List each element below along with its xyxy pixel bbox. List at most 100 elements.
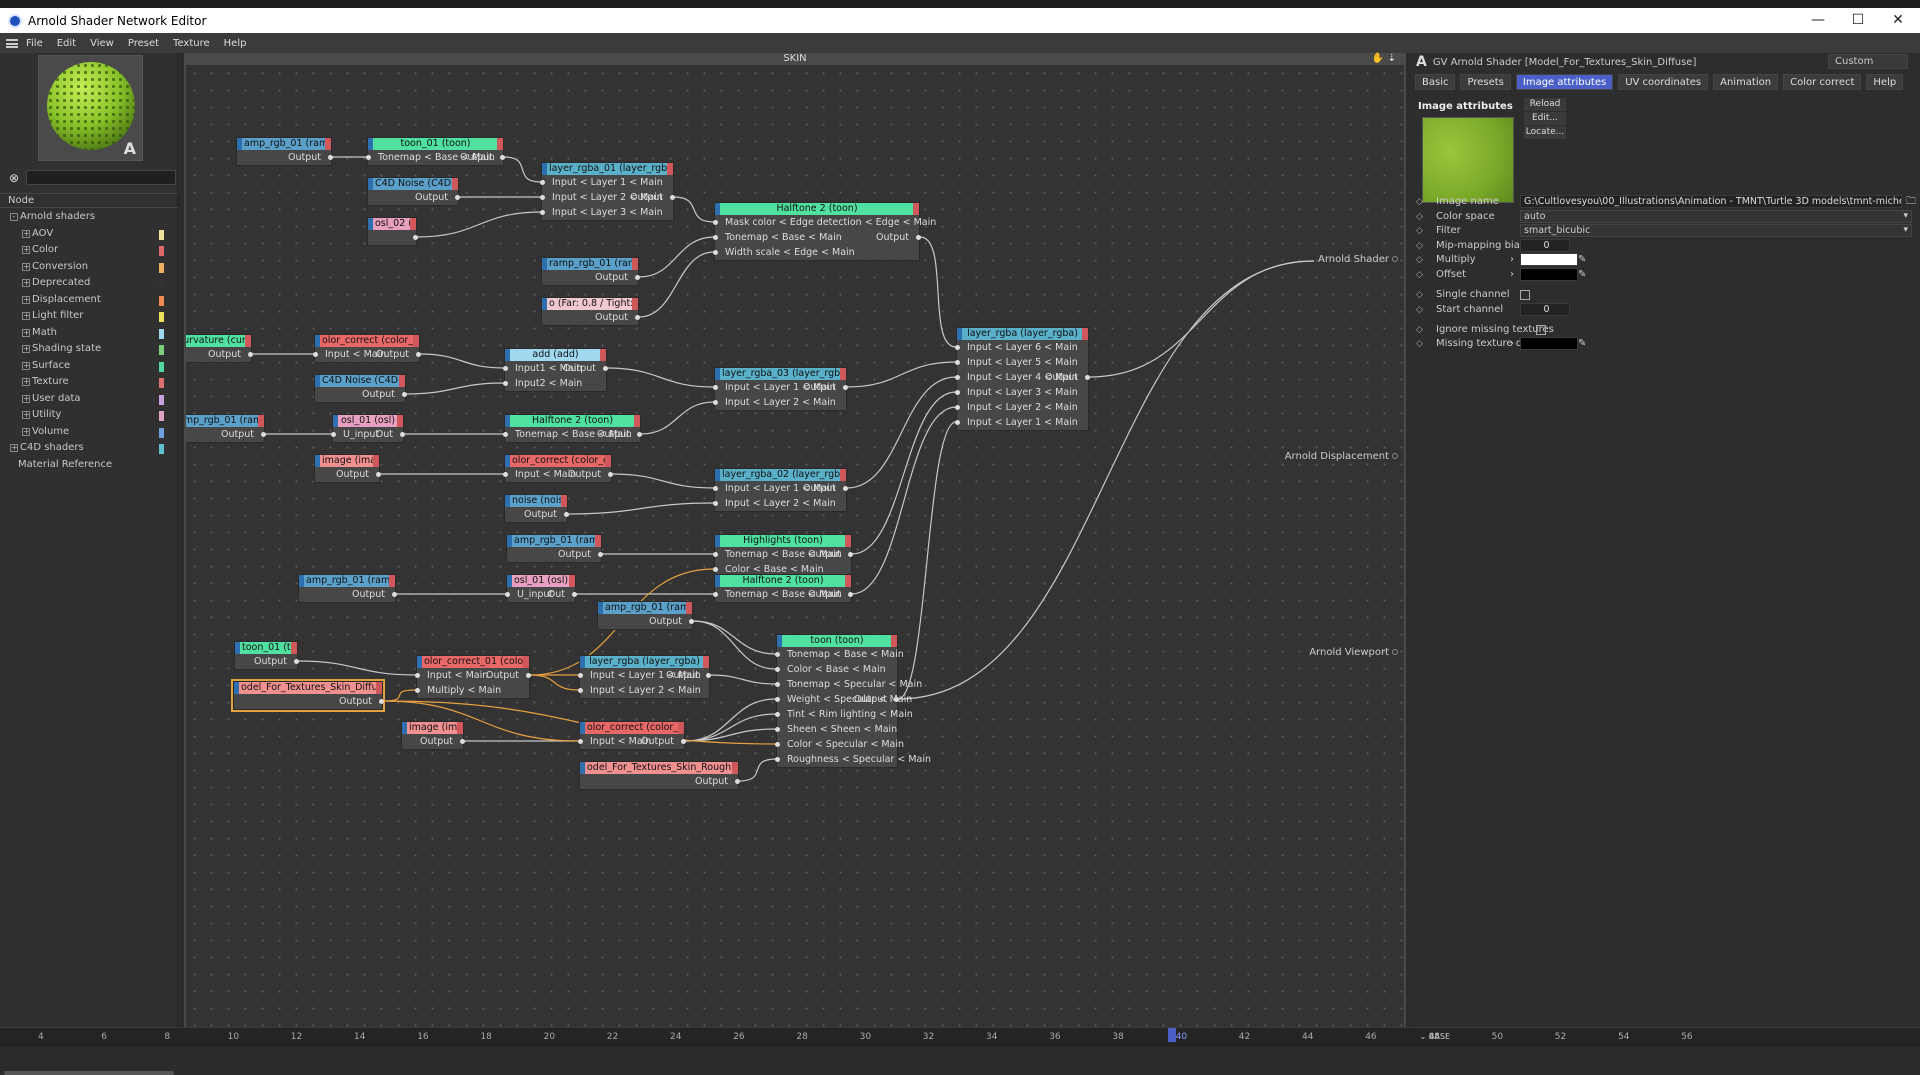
expand-toggle-icon[interactable]: + [22, 393, 30, 403]
node-title[interactable]: amp_rgb_01 (ramp_rgb [598, 602, 692, 614]
output-port[interactable] [460, 739, 465, 744]
input-port[interactable] [540, 195, 545, 200]
node-title[interactable]: toon_01 (toon) [235, 642, 297, 654]
keyframe-diamond-icon[interactable]: ◇ [1416, 290, 1423, 300]
shader-node[interactable]: noise (noise)Output [504, 494, 569, 523]
shader-node[interactable]: olor_correct (color_correctInput < MainO… [503, 454, 613, 483]
missing-color-swatch[interactable] [1520, 337, 1578, 350]
input-port[interactable] [775, 757, 780, 762]
shader-node[interactable]: amp_rgb_01 (ramp_rgbOutput [506, 534, 603, 563]
expand-toggle-icon[interactable]: + [22, 228, 30, 238]
hamburger-menu-icon[interactable] [6, 38, 18, 48]
input-port[interactable] [331, 432, 336, 437]
output-port[interactable] [392, 592, 397, 597]
node-title[interactable]: layer_rgba_01 (layer_rgba) [542, 163, 673, 175]
mip-bias-field[interactable]: 0 [1520, 239, 1570, 252]
node-title[interactable]: olor_correct_01 (color_correct [417, 656, 529, 668]
input-port[interactable] [775, 712, 780, 717]
input-port[interactable] [713, 220, 718, 225]
shader-node[interactable]: amp_rgb_01 (ramp_rgbOutput [186, 414, 266, 443]
base-layer-label[interactable]: ⌄ BASE [1419, 1032, 1450, 1041]
node-title[interactable]: C4D Noise (C4D Noise [315, 375, 405, 387]
input-port[interactable] [713, 385, 718, 390]
output-port[interactable] [500, 155, 505, 160]
node-search-input[interactable] [26, 170, 176, 185]
output-port[interactable] [572, 592, 577, 597]
port-circle-icon[interactable] [1392, 256, 1398, 262]
expand-toggle-icon[interactable]: + [22, 261, 30, 271]
image-name-field[interactable]: G:\Cultlovesyou\00_Illustrations\Animati… [1520, 195, 1902, 208]
input-port[interactable] [415, 673, 420, 678]
output-port[interactable] [416, 352, 421, 357]
shader-node[interactable]: C4D Noise (C4D NoiseOutput [314, 374, 407, 403]
expand-toggle-icon[interactable]: - [10, 213, 18, 221]
shader-node[interactable]: layer_rgba_01 (layer_rgba)Input < Layer … [540, 162, 675, 221]
input-port[interactable] [775, 667, 780, 672]
minimize-button[interactable]: — [1811, 12, 1825, 28]
expand-arrow-icon[interactable]: › [1510, 269, 1514, 280]
output-port[interactable] [635, 275, 640, 280]
node-title[interactable]: C4D Noise (C4D Noise [368, 178, 458, 190]
tree-item[interactable]: +Deprecated [0, 275, 178, 292]
keyframe-diamond-icon[interactable]: ◇ [1416, 270, 1423, 280]
shader-node[interactable]: ramp_rgb_01 (ramp_rgb)Output [541, 257, 640, 286]
expand-toggle-icon[interactable]: + [22, 278, 30, 287]
shader-node[interactable]: image (image)Output [314, 454, 381, 483]
playhead[interactable] [1167, 1028, 1176, 1042]
output-port[interactable] [843, 486, 848, 491]
material-output-port[interactable]: Arnold Viewport [1309, 647, 1398, 658]
expand-arrow-icon[interactable]: › [1510, 254, 1514, 265]
node-title[interactable]: osl_02 (osl) [368, 218, 416, 230]
expand-toggle-icon[interactable]: + [22, 410, 30, 419]
expand-toggle-icon[interactable]: + [22, 360, 30, 370]
tree-item[interactable]: +Volume [0, 424, 178, 441]
input-port[interactable] [503, 366, 508, 371]
node-title[interactable]: odel_For_Textures_Skin_Diffuse (image [234, 682, 382, 694]
node-title[interactable]: amp_rgb_01 (ramp_rgb [237, 138, 331, 150]
shader-node[interactable]: olor_correct (color_correctInput < MainO… [578, 721, 686, 750]
output-port[interactable] [608, 472, 613, 477]
tree-item[interactable]: +Light filter [0, 308, 178, 325]
input-port[interactable] [415, 688, 420, 693]
output-port[interactable] [635, 315, 640, 320]
single-channel-checkbox[interactable] [1520, 290, 1530, 300]
hand-tool-icon[interactable]: ✋ [1371, 53, 1384, 64]
material-output-port[interactable]: Arnold Displacement [1285, 451, 1398, 462]
expand-toggle-icon[interactable]: + [10, 443, 18, 452]
tree-item[interactable]: +Surface [0, 358, 178, 375]
output-port[interactable] [894, 697, 899, 702]
output-port[interactable] [379, 699, 384, 704]
menu-preset[interactable]: Preset [127, 37, 160, 49]
shader-node[interactable]: curvature (curvature)Output [186, 334, 253, 363]
expand-arrow-icon[interactable]: › [1510, 338, 1514, 349]
menu-edit[interactable]: Edit [56, 37, 77, 49]
preset-dropdown[interactable]: Custom [1828, 54, 1908, 69]
input-port[interactable] [775, 697, 780, 702]
node-title[interactable]: olor_correct (color_correct [580, 722, 684, 734]
tree-item[interactable]: +Utility [0, 407, 178, 424]
input-port[interactable] [713, 486, 718, 491]
node-title[interactable]: Halftone 2 (toon) [715, 575, 851, 587]
node-title[interactable]: o (Far: 0.8 / Tight: 0.2) (fa [542, 298, 638, 310]
node-title[interactable]: osl_01 (osl) [333, 415, 403, 427]
output-port[interactable] [400, 432, 405, 437]
output-port[interactable] [526, 673, 531, 678]
input-port[interactable] [775, 682, 780, 687]
shader-node[interactable]: amp_rgb_01 (ramp_rgbOutput [597, 601, 694, 630]
output-port[interactable] [916, 235, 921, 240]
input-port[interactable] [366, 155, 371, 160]
eyedropper-icon[interactable]: ✎ [1578, 338, 1587, 349]
shader-node[interactable]: odel_For_Textures_Skin_Roughness (imageO… [579, 761, 740, 790]
node-title[interactable]: image (image) [315, 455, 379, 467]
output-port[interactable] [328, 155, 333, 160]
output-port[interactable] [603, 366, 608, 371]
node-title[interactable]: noise (noise) [505, 495, 567, 507]
keyframe-diamond-icon[interactable]: ◇ [1416, 212, 1423, 222]
tab-uv-coordinates[interactable]: UV coordinates [1618, 74, 1709, 90]
input-port[interactable] [503, 432, 508, 437]
